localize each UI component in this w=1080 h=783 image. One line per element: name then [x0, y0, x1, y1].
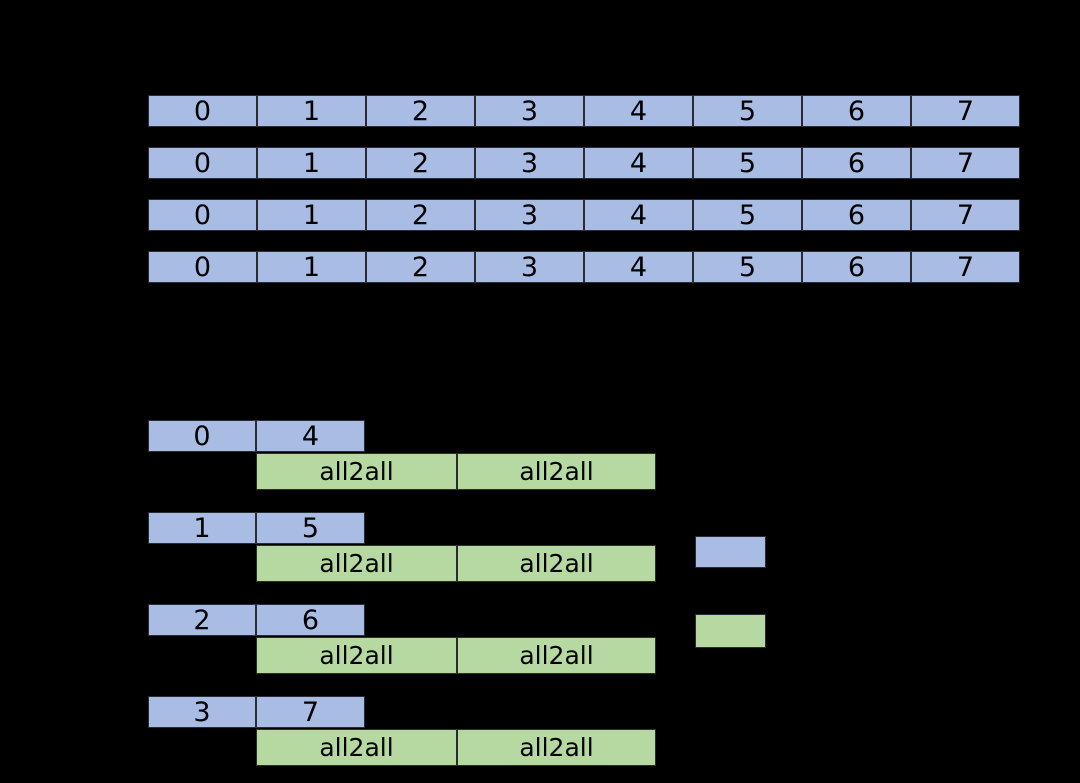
all2all-cell[interactable]: all2all: [457, 729, 656, 766]
microbatch-cell[interactable]: 3: [475, 251, 584, 283]
microbatch-cell[interactable]: 0: [148, 199, 257, 231]
rank-row-0: 0 1 2 3 4 5 6 7: [148, 95, 1020, 127]
microbatch-cell[interactable]: 1: [257, 95, 366, 127]
microbatch-cell[interactable]: 0: [148, 147, 257, 179]
microbatch-cell[interactable]: 4: [584, 251, 693, 283]
microbatch-cell[interactable]: 6: [802, 199, 911, 231]
microbatch-cell[interactable]: 3: [148, 696, 256, 728]
microbatch-cell[interactable]: 0: [148, 251, 257, 283]
microbatch-cell[interactable]: 7: [256, 696, 365, 728]
microbatch-cell[interactable]: 1: [257, 199, 366, 231]
microbatch-cell[interactable]: 5: [693, 251, 802, 283]
all2all-cell[interactable]: all2all: [457, 545, 656, 582]
microbatch-cell[interactable]: 2: [366, 251, 475, 283]
all2all-cell[interactable]: all2all: [256, 453, 457, 490]
microbatch-cell[interactable]: 0: [148, 95, 257, 127]
all2all-cell[interactable]: all2all: [256, 545, 457, 582]
microbatch-cell[interactable]: 1: [257, 251, 366, 283]
microbatch-cell[interactable]: 6: [256, 604, 365, 636]
microbatch-cell[interactable]: 4: [584, 147, 693, 179]
microbatch-cell[interactable]: 5: [256, 512, 365, 544]
microbatch-cell[interactable]: 5: [693, 199, 802, 231]
microbatch-cell[interactable]: 2: [366, 95, 475, 127]
legend-compute-swatch: [695, 536, 766, 568]
microbatch-cell[interactable]: 3: [475, 147, 584, 179]
legend-communication-swatch: [695, 614, 766, 648]
microbatch-cell[interactable]: 1: [257, 147, 366, 179]
microbatch-cell[interactable]: 7: [911, 199, 1020, 231]
all2all-cell[interactable]: all2all: [256, 729, 457, 766]
microbatch-cell[interactable]: 7: [911, 147, 1020, 179]
microbatch-cell[interactable]: 6: [802, 147, 911, 179]
microbatch-cell[interactable]: 5: [693, 147, 802, 179]
microbatch-cell[interactable]: 1: [148, 512, 256, 544]
schedule-group-1: 1 5 all2all all2all: [0, 512, 1080, 584]
microbatch-cell[interactable]: 2: [366, 147, 475, 179]
microbatch-cell[interactable]: 4: [256, 420, 365, 452]
schedule-group-3: 3 7 all2all all2all: [0, 696, 1080, 768]
microbatch-cell[interactable]: 5: [693, 95, 802, 127]
microbatch-cell[interactable]: 7: [911, 251, 1020, 283]
all2all-cell[interactable]: all2all: [256, 637, 457, 674]
microbatch-cell[interactable]: 7: [911, 95, 1020, 127]
schedule-group-2: 2 6 all2all all2all: [0, 604, 1080, 676]
schedule-group-0: 0 4 all2all all2all: [0, 420, 1080, 492]
all2all-cell[interactable]: all2all: [457, 637, 656, 674]
microbatch-cell[interactable]: 3: [475, 199, 584, 231]
microbatch-cell[interactable]: 6: [802, 251, 911, 283]
microbatch-cell[interactable]: 0: [148, 420, 256, 452]
microbatch-cell[interactable]: 6: [802, 95, 911, 127]
all2all-cell[interactable]: all2all: [457, 453, 656, 490]
microbatch-cell[interactable]: 2: [366, 199, 475, 231]
microbatch-cell[interactable]: 3: [475, 95, 584, 127]
rank-row-1: 0 1 2 3 4 5 6 7: [148, 147, 1020, 179]
rank-row-3: 0 1 2 3 4 5 6 7: [148, 251, 1020, 283]
rank-row-2: 0 1 2 3 4 5 6 7: [148, 199, 1020, 231]
microbatch-cell[interactable]: 2: [148, 604, 256, 636]
microbatch-cell[interactable]: 4: [584, 95, 693, 127]
microbatch-cell[interactable]: 4: [584, 199, 693, 231]
